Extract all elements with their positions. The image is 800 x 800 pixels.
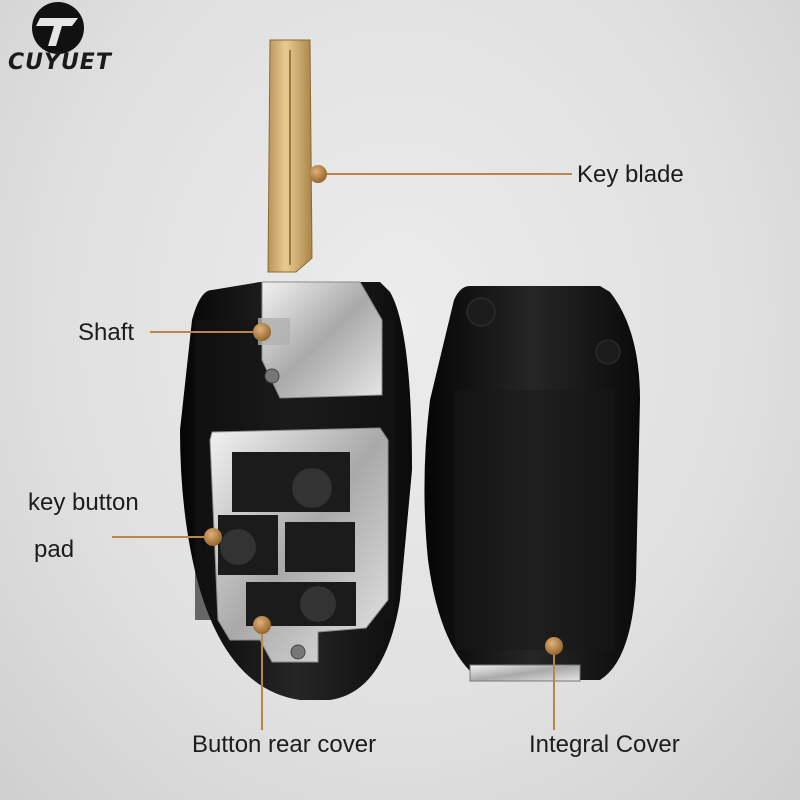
label-button-rear-cover: Button rear cover (192, 731, 377, 758)
label-key-button-line2: pad (34, 536, 75, 563)
label-shaft: Shaft (78, 319, 135, 346)
brand-logo-text: CUYUET (8, 50, 112, 75)
label-key-button-line1: key button (28, 489, 139, 516)
shaft-part (258, 281, 383, 399)
label-integral-cover: Integral Cover (529, 731, 680, 758)
callout-markers (204, 165, 563, 655)
integral-cover-part (424, 286, 640, 682)
label-key-blade: Key blade (577, 161, 684, 188)
brand-logo-emblem (32, 2, 84, 54)
leader-lines (112, 173, 572, 730)
key-blade-part (267, 39, 313, 273)
